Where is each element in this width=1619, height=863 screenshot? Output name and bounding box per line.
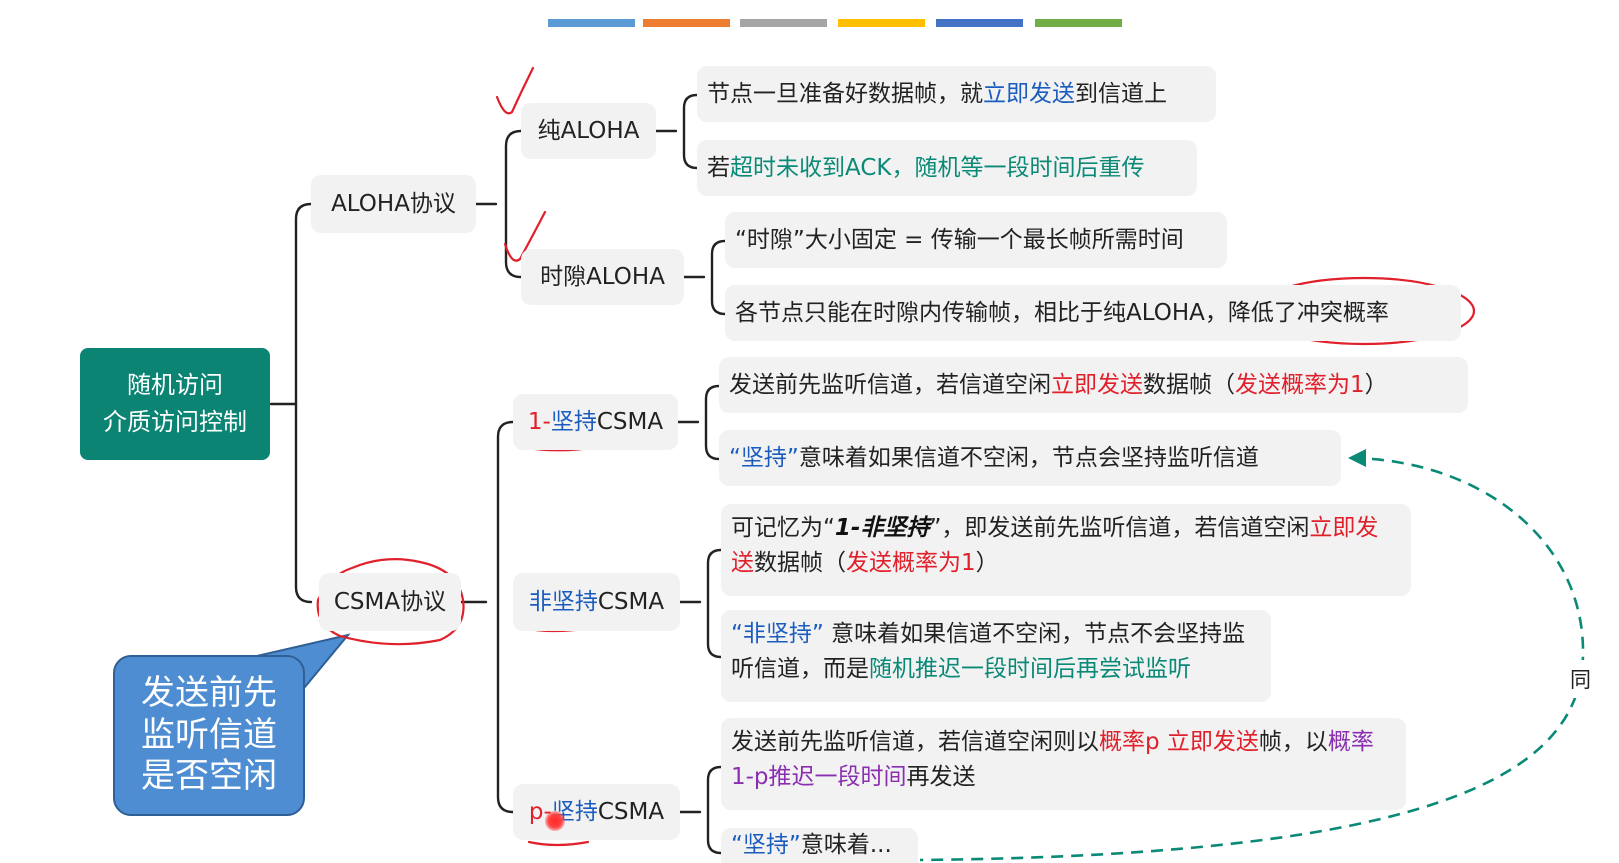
callout-bubble: 发送前先 监听信道 是否空闲 (113, 655, 305, 816)
slotted-aloha-desc-2: 各节点只能在时隙内传输帧，相比于纯ALOHA，降低了冲突概率 (725, 285, 1461, 341)
highlight-text: 立即发送 (731, 515, 1379, 576)
color-bar-segment (838, 19, 925, 27)
label-keyword: 非坚持 (528, 588, 598, 615)
slotted-aloha-desc-1: “时隙”大小固定 = 传输一个最长帧所需时间 (725, 212, 1227, 268)
callout-line-2: 监听信道 (141, 714, 277, 755)
laser-pointer-dot (545, 811, 565, 831)
label-prefix: 1- (527, 408, 551, 435)
pure-aloha-label: 纯ALOHA (537, 117, 640, 144)
label-suffix: CSMA (597, 588, 665, 615)
same-label: 同 (1570, 660, 1591, 698)
color-bar-segment (1035, 19, 1122, 27)
slotted-aloha-node[interactable]: 时隙ALOHA (521, 249, 684, 305)
color-bar-segment (740, 19, 827, 27)
color-bar-segment (643, 19, 730, 27)
csma-node[interactable]: CSMA协议 (319, 573, 461, 631)
highlight-text: 概率p 立即发送 (1099, 729, 1259, 755)
text: ”，即发送前先监听信道，若信道空闲 (929, 515, 1310, 541)
highlight-text: 超时未收到ACK，随机等一段时间后重传 (730, 154, 1145, 181)
text: 数据帧（ (754, 549, 846, 576)
non-persistent-desc-1: 可记忆为“1-非坚持”，即发送前先监听信道，若信道空闲立即发送数据帧（发送概率为… (721, 504, 1411, 596)
label-suffix: CSMA (596, 408, 664, 435)
root-node[interactable]: 随机访问 介质访问控制 (80, 348, 270, 460)
color-bar-segment (936, 19, 1023, 27)
text: 各节点只能在时隙内传输帧，相比于纯ALOHA， (735, 299, 1228, 326)
one-persistent-desc-2: “坚持” 意味着如果信道不空闲，节点会坚持监听信道 (719, 430, 1341, 486)
text: 节点一旦准备好数据帧，就 (707, 80, 983, 107)
callout-line-3: 是否空闲 (141, 756, 277, 797)
text: ） (975, 549, 999, 576)
text: 意味着如果信道不空闲，节点会坚持监听信道 (798, 444, 1259, 471)
text: 意味着如果信道不空闲，节点不会坚持监听信道，而是 (731, 621, 1246, 682)
aloha-node[interactable]: ALOHA协议 (311, 175, 476, 233)
root-line-2: 介质访问控制 (103, 408, 247, 436)
one-persistent-desc-1: 发送前先监听信道，若信道空闲立即发送数据帧（发送概率为1） (719, 357, 1468, 413)
non-persistent-desc-2: “非坚持” 意味着如果信道不空闲，节点不会坚持监听信道，而是随机推迟一段时间后再… (721, 610, 1271, 702)
text: 意味着... (800, 832, 892, 859)
csma-label: CSMA协议 (333, 588, 447, 615)
p-persistent-desc-1: 发送前先监听信道，若信道空闲则以概率p 立即发送帧，以概率1-p推迟一段时间再发… (721, 718, 1406, 810)
text: 数据帧（ (1143, 371, 1235, 398)
text: “时隙”大小固定 = 传输一个最长帧所需时间 (735, 226, 1184, 253)
highlight-text: 立即发送 (983, 80, 1075, 107)
highlight-text: “坚持” (731, 832, 801, 859)
text: 发送前先监听信道，若信道空闲 (729, 371, 1051, 398)
text: 可记忆为“ (731, 515, 835, 541)
text: 帧，以 (1258, 729, 1328, 755)
highlight-text: “坚持” (729, 444, 799, 471)
text: 发送前先监听信道，若信道空闲则以 (731, 729, 1099, 755)
highlight-text: 随机推迟一段时间后再尝试监听 (869, 655, 1191, 682)
text: ） (1364, 371, 1388, 398)
slotted-aloha-label: 时隙ALOHA (540, 263, 665, 290)
highlight-text: 发送概率为1 (846, 549, 976, 576)
text: 到信道上 (1075, 80, 1167, 107)
color-bar-segment (548, 19, 635, 27)
pure-aloha-node[interactable]: 纯ALOHA (521, 103, 656, 159)
highlight-text: 概率1-p推迟一段时间 (731, 729, 1374, 790)
root-line-1: 随机访问 (127, 370, 223, 399)
highlight-text: 发送概率为1 (1235, 371, 1365, 398)
highlight-text: 1-非坚持 (834, 515, 930, 541)
text: 再发送 (906, 763, 976, 790)
aloha-label: ALOHA协议 (331, 190, 456, 217)
pure-aloha-desc-2: 若超时未收到ACK，随机等一段时间后重传 (697, 140, 1197, 196)
highlight-text: 立即发送 (1051, 371, 1143, 398)
pure-aloha-desc-1: 节点一旦准备好数据帧，就立即发送到信道上 (697, 66, 1216, 122)
text: 若 (707, 154, 730, 181)
highlight-text: 降低了冲突概率 (1227, 299, 1389, 326)
p-persistent-desc-2: “坚持” 意味着... (721, 828, 918, 863)
highlight-text: “非坚持” (731, 621, 824, 647)
label-suffix: CSMA (597, 798, 665, 825)
callout-line-1: 发送前先 (141, 673, 277, 714)
label-keyword: 坚持 (550, 408, 597, 435)
